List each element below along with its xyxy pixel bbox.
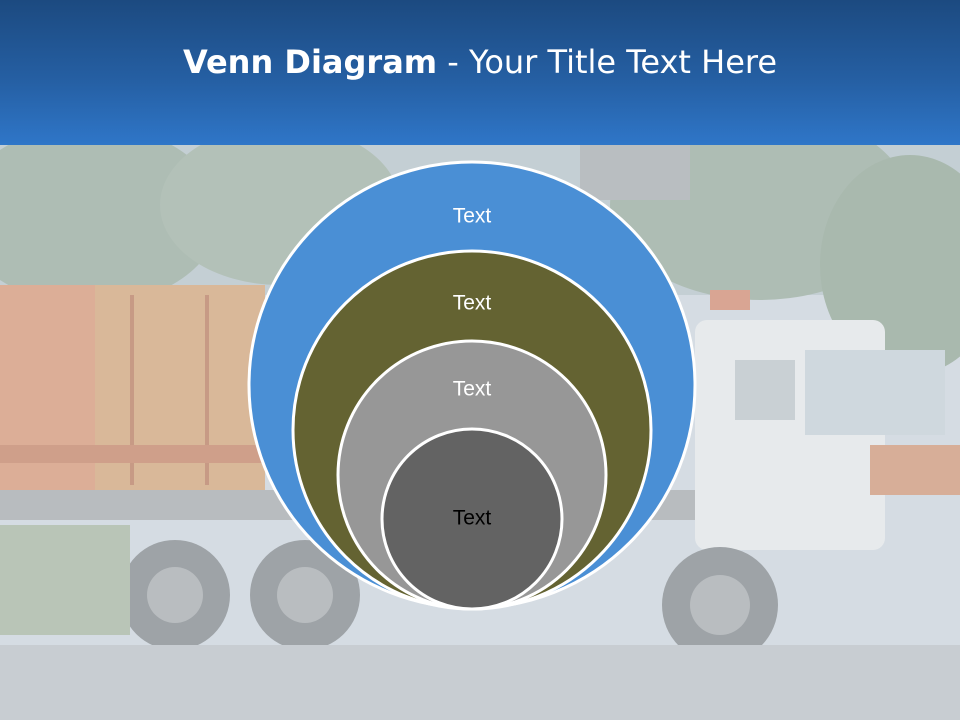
title-bold: Venn Diagram	[182, 43, 438, 81]
circle-third-label: Text	[453, 378, 492, 401]
circle-inner-label: Text	[453, 507, 492, 530]
circle-outer-label: Text	[453, 205, 492, 228]
circle-inner	[380, 427, 564, 611]
slide-title: Venn Diagram - Your Title Text Here	[0, 40, 960, 84]
title-rest: - Your Title Text Here	[437, 43, 778, 81]
header-bar	[0, 0, 960, 145]
circle-second-label: Text	[453, 292, 492, 315]
